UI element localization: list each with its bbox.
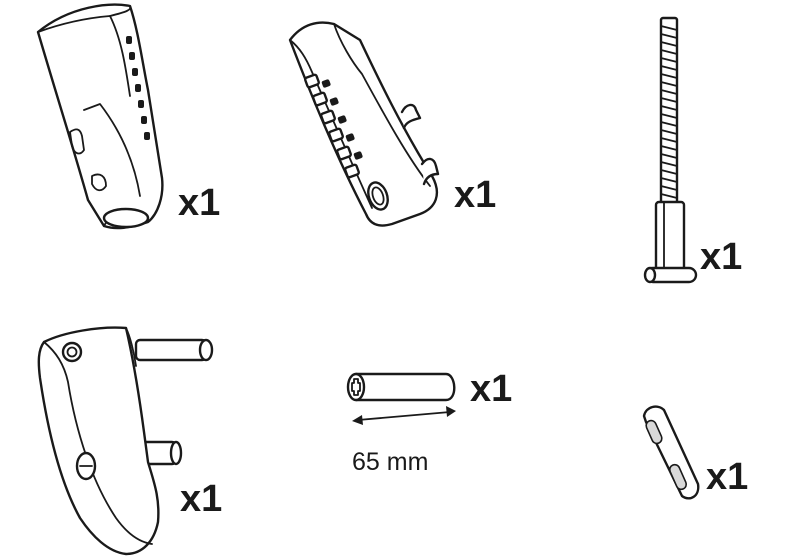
spacer-tube-length-label: 65 mm bbox=[352, 448, 429, 476]
lever-arm-drawing bbox=[37, 326, 214, 556]
bracket-housing-quantity: x1 bbox=[178, 182, 221, 224]
spacer-tube-quantity: x1 bbox=[470, 368, 513, 410]
long-bolt-quantity: x1 bbox=[700, 236, 743, 278]
grip-ridges bbox=[126, 36, 150, 140]
long-bolt-drawing bbox=[643, 16, 698, 284]
bolt-thread bbox=[660, 25, 678, 199]
lever-arm-quantity: x1 bbox=[180, 478, 223, 520]
pin-quantity: x1 bbox=[706, 456, 749, 498]
clamp-jaw-quantity: x1 bbox=[454, 174, 497, 216]
dimension-arrow bbox=[352, 406, 456, 425]
clamp-jaw-drawing bbox=[288, 21, 440, 227]
bracket-housing-drawing bbox=[36, 3, 164, 230]
jaw-teeth bbox=[304, 73, 363, 179]
pin-drawing bbox=[642, 405, 700, 500]
spacer-tube-drawing bbox=[346, 372, 456, 425]
